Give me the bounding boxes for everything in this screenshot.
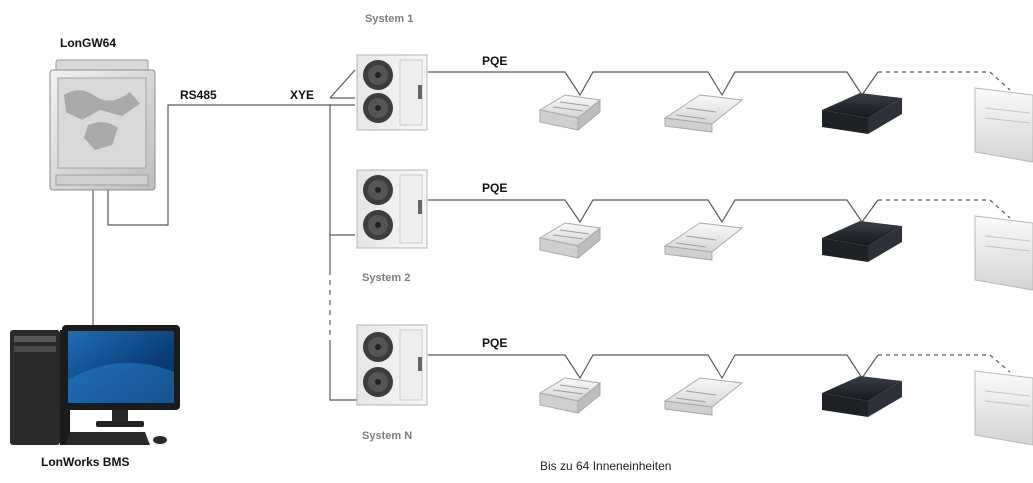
- ceiling-concealed-unit: [663, 222, 744, 261]
- indoor-row-1: [538, 87, 1033, 163]
- system-2-label: System 2: [362, 272, 411, 284]
- ceiling-concealed-unit: [663, 94, 744, 133]
- floor-ceiling-unit: [974, 87, 1033, 163]
- floor-ceiling-unit: [974, 215, 1033, 291]
- cassette-unit: [538, 94, 602, 132]
- pqe-label-3: PQE: [482, 336, 508, 350]
- system-n-label: System N: [362, 430, 413, 442]
- footer-caption: Bis zu 64 Inneneinheiten: [540, 459, 672, 473]
- bms-computer: [10, 325, 180, 445]
- xye-line-n: [329, 345, 358, 401]
- rs485-label: RS485: [180, 88, 217, 102]
- ducted-unit: [822, 376, 902, 417]
- gateway-device: [49, 59, 156, 191]
- pqe-line-2: [428, 199, 879, 224]
- ducted-unit: [822, 221, 902, 262]
- pqe-line-1-dashed: [878, 71, 1011, 91]
- rs485-line: [107, 104, 330, 226]
- cassette-unit: [538, 222, 602, 260]
- pqe-line-3-dashed: [878, 354, 1011, 373]
- bms-label: LonWorks BMS: [41, 455, 130, 469]
- indoor-row-3: [538, 370, 1033, 446]
- floor-ceiling-unit: [974, 370, 1033, 446]
- ceiling-concealed-unit: [663, 377, 744, 416]
- pqe-label-1: PQE: [482, 54, 508, 68]
- outdoor-unit-n: [356, 324, 428, 406]
- pqe-buses: [428, 71, 1011, 380]
- gateway-label: LonGW64: [60, 36, 116, 50]
- ducted-unit: [822, 93, 902, 134]
- system-1-label: System 1: [365, 13, 414, 25]
- outdoor-unit-2: [356, 169, 428, 249]
- xye-line: [329, 97, 355, 270]
- pqe-label-2: PQE: [482, 181, 508, 195]
- indoor-row-2: [538, 215, 1033, 291]
- cassette-unit: [538, 377, 602, 415]
- pqe-line-2-dashed: [878, 199, 1011, 219]
- pqe-line-3: [428, 354, 879, 380]
- xye-label: XYE: [290, 88, 315, 102]
- pqe-line-1: [428, 71, 879, 97]
- wiring: [92, 69, 358, 401]
- outdoor-unit-1: [356, 54, 428, 131]
